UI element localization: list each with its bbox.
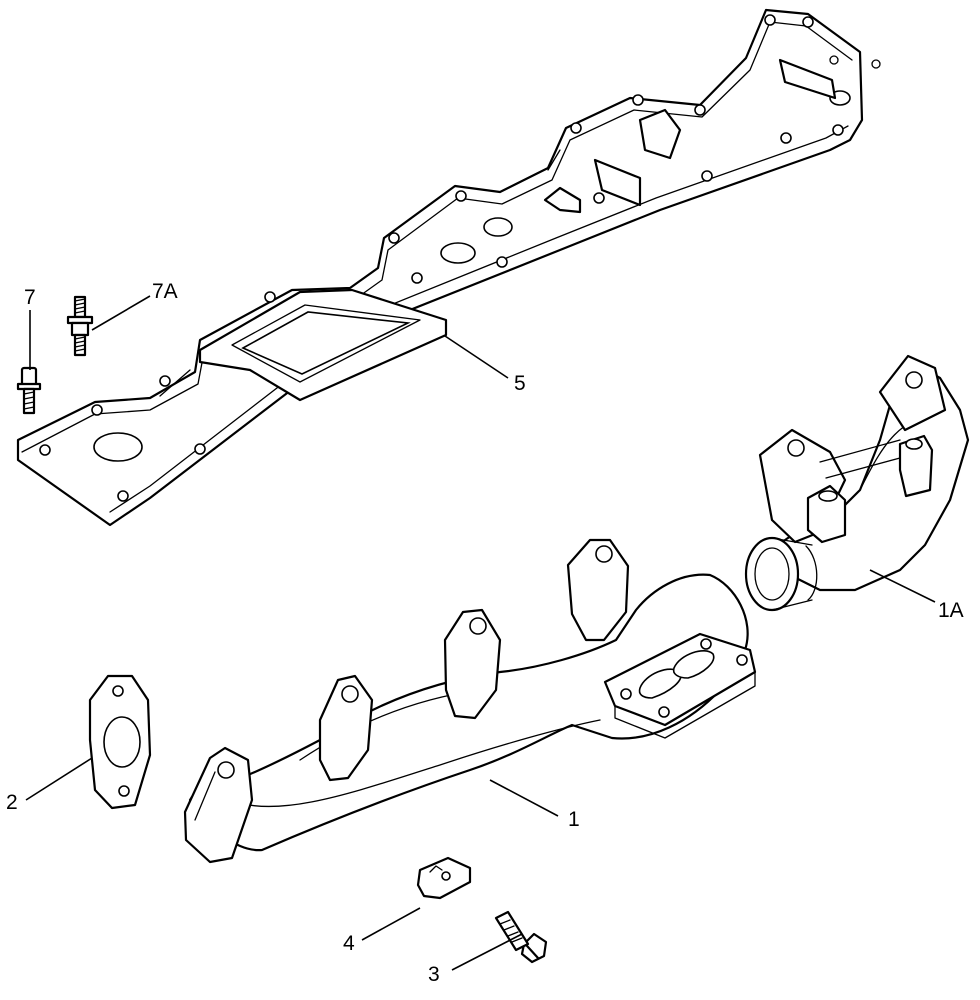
callout-2: 2 <box>6 791 18 814</box>
leader-line-3 <box>451 933 523 971</box>
flange-bolt-3 <box>494 910 548 964</box>
callout-1: 1 <box>568 808 580 831</box>
leader-line-4 <box>361 907 421 941</box>
callout-7A: 7A <box>152 280 178 303</box>
callout-4: 4 <box>343 932 355 955</box>
callout-5: 5 <box>514 372 526 395</box>
front-exhaust-manifold-1 <box>183 538 757 864</box>
leader-line-2 <box>25 757 93 801</box>
rear-exhaust-manifold-1A <box>744 354 970 612</box>
locking-plate-4 <box>416 856 472 900</box>
leader-line-5 <box>444 335 509 379</box>
callout-7: 7 <box>24 286 36 309</box>
leader-line-7A <box>91 295 151 331</box>
leader-line-1 <box>489 779 559 817</box>
callout-1A: 1A <box>938 599 964 622</box>
manifold-gasket <box>16 8 881 527</box>
stud-bolt-7A <box>66 295 94 357</box>
callout-3: 3 <box>428 963 440 986</box>
bolt-7 <box>16 366 42 415</box>
flange-gasket-2 <box>88 674 152 810</box>
leader-line-1A <box>869 569 936 603</box>
